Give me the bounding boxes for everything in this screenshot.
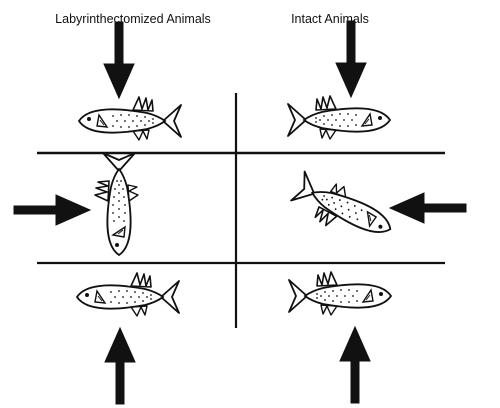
arrow-icon	[104, 327, 136, 405]
arrow-icon	[389, 192, 467, 224]
fish-icon	[76, 272, 180, 317]
fish-icon	[286, 167, 400, 252]
arrow-icon	[13, 194, 91, 226]
fish-icon	[78, 96, 182, 141]
column-title-labyrinthectomized: Labyrinthectomized Animals	[55, 12, 211, 26]
column-title-intact: Intact Animals	[291, 12, 369, 26]
arrow-icon	[335, 20, 367, 98]
fish-icon	[287, 95, 391, 140]
fish-icon	[94, 152, 139, 256]
arrow-icon	[103, 21, 135, 99]
arrow-icon	[339, 326, 371, 404]
fish-icon	[288, 271, 392, 316]
